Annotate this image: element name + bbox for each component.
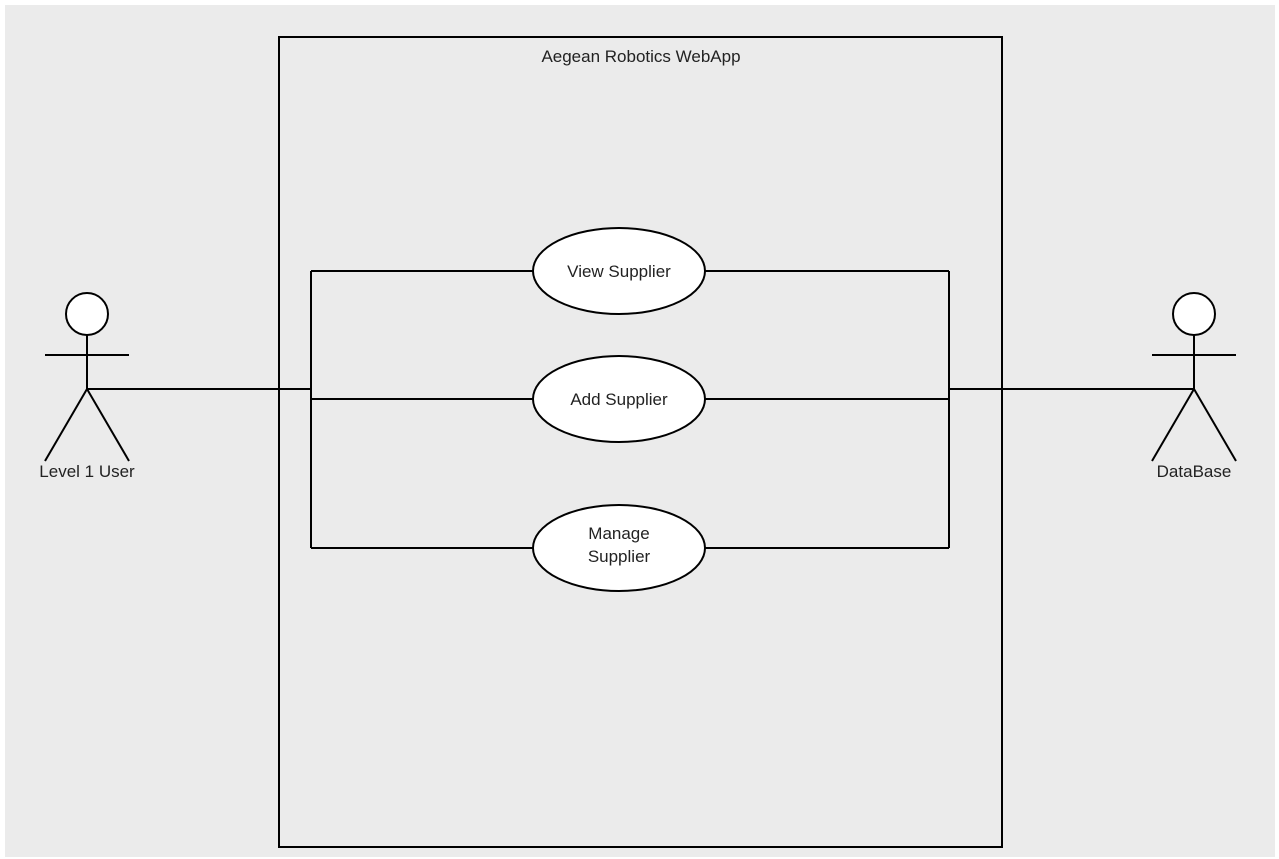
actor-user-left-leg xyxy=(44,388,88,462)
use-case-manage-label-line1: Manage xyxy=(588,524,649,543)
system-title: Aegean Robotics WebApp xyxy=(541,47,740,66)
use-case-view-label: View Supplier xyxy=(567,262,671,281)
associations xyxy=(87,270,1194,549)
use-case-view-supplier[interactable]: View Supplier xyxy=(532,227,706,315)
use-case-view-ellipse[interactable] xyxy=(532,227,706,315)
use-case-manage-label-line2: Supplier xyxy=(588,547,651,566)
use-case-manage-ellipse[interactable] xyxy=(532,504,706,592)
actor-user-right-leg xyxy=(86,388,130,462)
actor-level-1-user[interactable] xyxy=(44,292,130,462)
actor-database-right-leg xyxy=(1193,388,1237,462)
actor-database-left-leg xyxy=(1151,388,1195,462)
use-case-add-label: Add Supplier xyxy=(570,390,668,409)
actor-database[interactable] xyxy=(1151,292,1237,462)
actor-user-head-icon xyxy=(65,292,109,336)
system-boundary[interactable] xyxy=(278,36,1003,848)
actor-user-label: Level 1 User xyxy=(39,462,135,481)
use-case-add-ellipse[interactable] xyxy=(532,355,706,443)
actor-database-label: DataBase xyxy=(1157,462,1232,481)
use-case-manage-supplier[interactable]: Manage Supplier xyxy=(532,504,706,592)
actor-database-head-icon xyxy=(1172,292,1216,336)
use-case-add-supplier[interactable]: Add Supplier xyxy=(532,355,706,443)
